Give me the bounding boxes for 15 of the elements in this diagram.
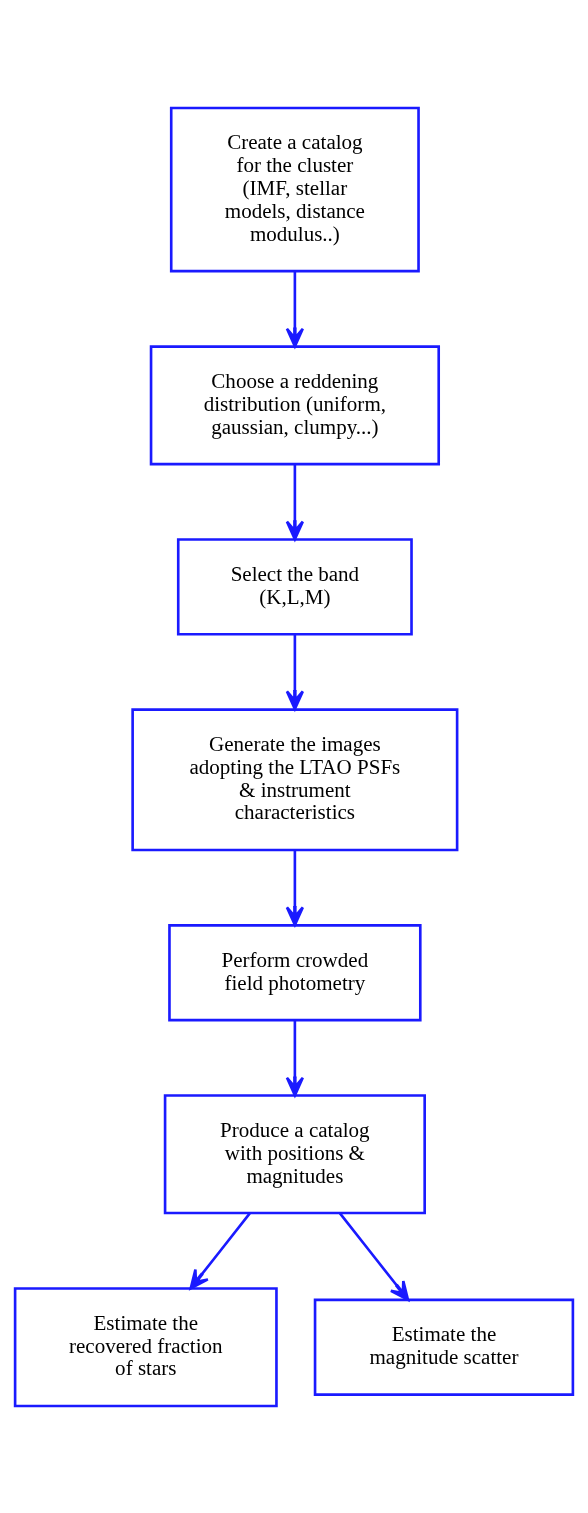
node-box: Estimate the magnitude scatter [313, 1298, 575, 1396]
node-box: Estimate the recovered fraction of stars [13, 1286, 278, 1407]
node-box: Create a catalog for the cluster (IMF, stellar models, distance modulus..) [169, 106, 420, 272]
node-box: Select the band (K,L,M) [176, 537, 413, 636]
arrow [285, 850, 305, 926]
arrow [338, 1212, 410, 1301]
arrow [285, 271, 305, 348]
node-box: Choose a reddening distribution (uniform, gaussian, clumpy...) [149, 344, 441, 465]
node-box: Generate the images adopting the LTAO PSFs & instrument characteristics [131, 707, 459, 851]
arrow [189, 1212, 251, 1290]
node-box: Produce a catalog with positions & magnitudes [163, 1093, 426, 1214]
arrow [285, 463, 305, 540]
arrow [285, 633, 305, 710]
arrow [285, 1019, 305, 1097]
node-box: Perform crowded field photometry [168, 923, 422, 1021]
